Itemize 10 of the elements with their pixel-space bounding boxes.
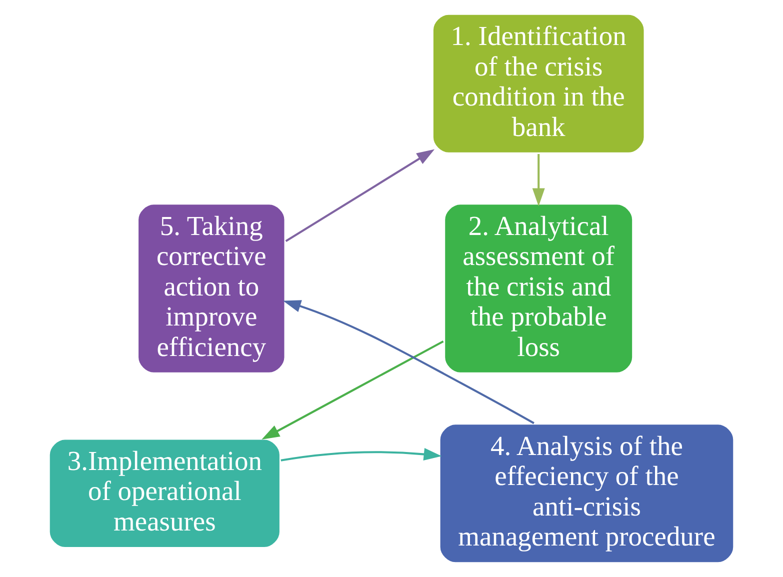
node-box: 4. Analysis of the effeciency of the anti-crisis management procedure (438, 422, 736, 565)
arrow (532, 154, 545, 206)
arrow (282, 300, 534, 424)
node-box: 1. Identification of the crisis condition in the bank (430, 12, 647, 156)
arrow (262, 340, 444, 440)
node-box: 3.Implementation of operational measures (47, 436, 282, 550)
arrow (280, 448, 442, 462)
arrow (285, 149, 435, 242)
node-box: 5. Taking corrective action to improve efficiency (136, 202, 288, 376)
node-box: 2. Analytical assessment of the crisis and the probable loss (442, 202, 635, 376)
